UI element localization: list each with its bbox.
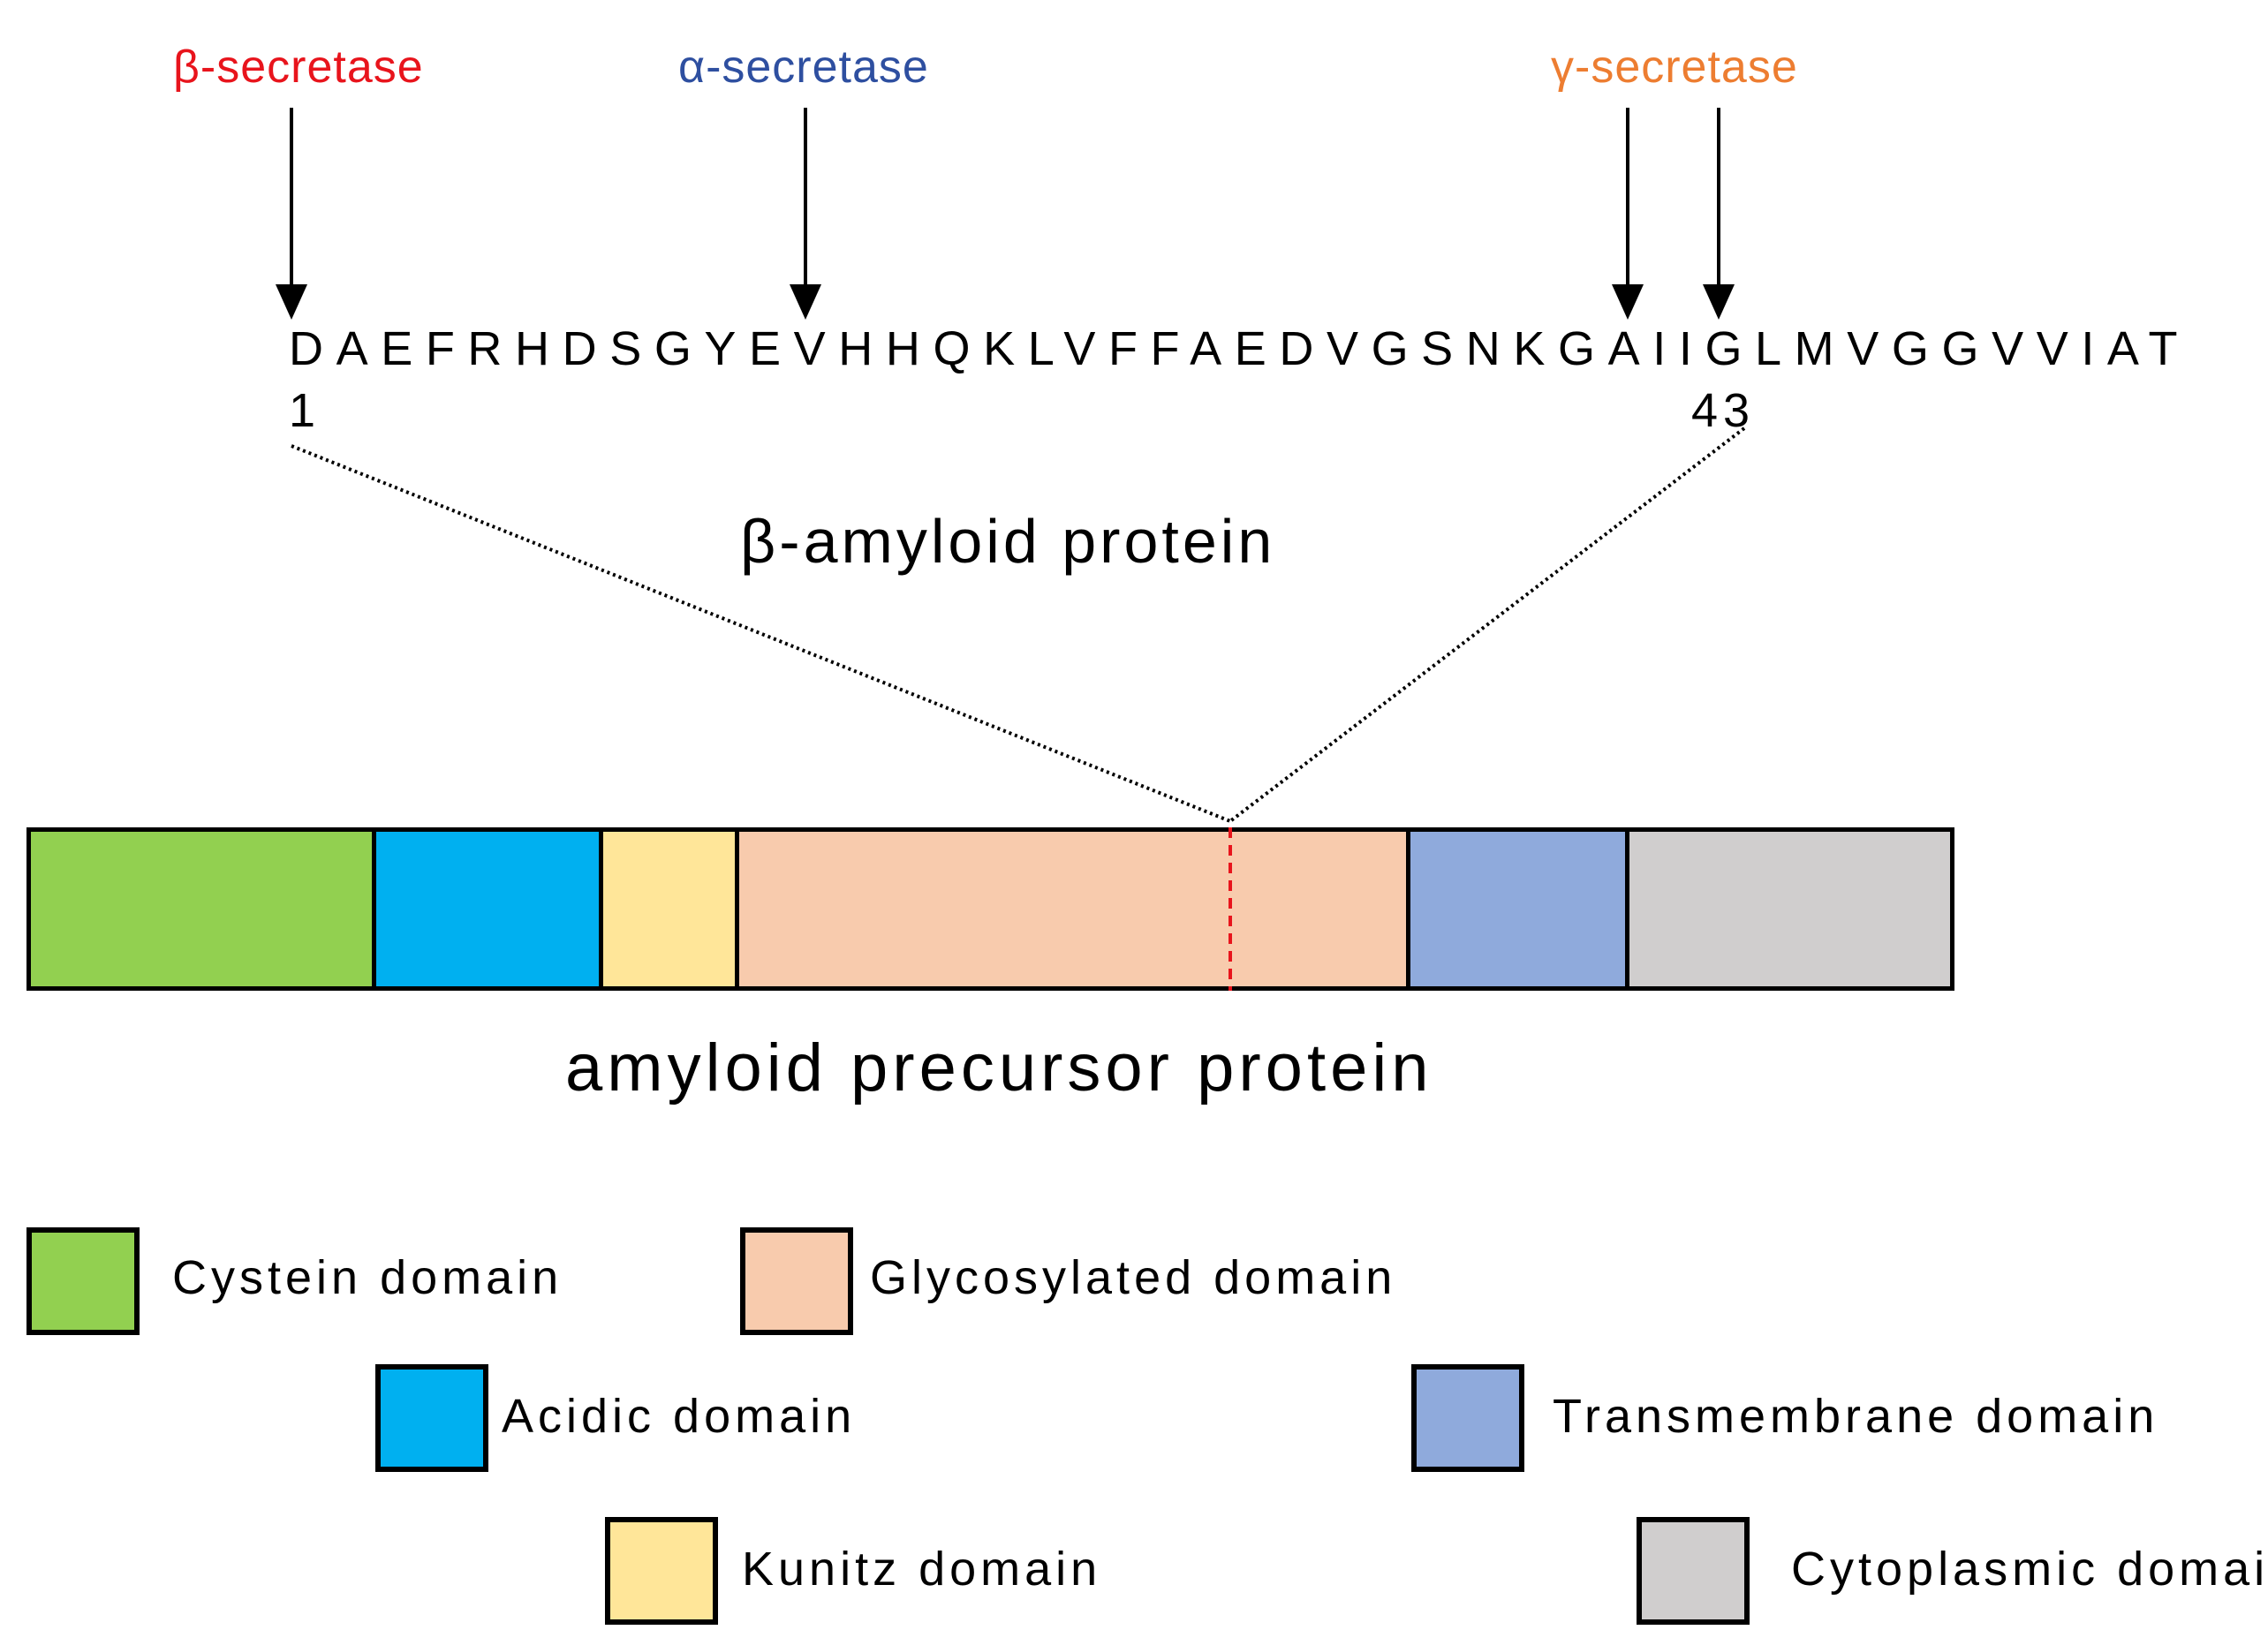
gamma-arrow-2 <box>1703 108 1735 320</box>
segment-cytoplasmic <box>1629 832 1950 986</box>
sequence-start-index: 1 <box>289 384 321 437</box>
zoom-line-right <box>1228 426 1746 823</box>
amyloid-sequence: DAEFRHDSGYEVHHQKLVFFAEDVGSNKGAIIGLMVGGVV… <box>289 322 2191 375</box>
legend-swatch-kunitz <box>605 1517 718 1625</box>
beta-arrow <box>276 108 307 320</box>
legend-label-cytoplasmic: Cytoplasmic domain <box>1791 1543 2268 1596</box>
legend-label-kunitz: Kunitz domain <box>742 1543 1102 1596</box>
beta-amyloid-title: β-amyloid protein <box>740 507 1276 576</box>
alpha-secretase-label: α-secretase <box>678 42 929 93</box>
legend-swatch-glycosylated <box>740 1227 853 1335</box>
segment-glycosylated <box>738 832 1411 986</box>
segment-cysteine <box>31 832 377 986</box>
legend-swatch-transmembrane <box>1411 1364 1524 1472</box>
zoom-line-left <box>291 444 1231 823</box>
segment-kunitz <box>602 832 739 986</box>
legend-label-cysteine: Cystein domain <box>172 1251 563 1304</box>
legend-swatch-acidic <box>375 1364 488 1472</box>
beta-secretase-label: β-secretase <box>173 42 424 93</box>
precursor-protein-bar <box>26 827 1954 991</box>
legend-label-transmembrane: Transmembrane domain <box>1553 1390 2159 1443</box>
segment-acidic <box>376 832 603 986</box>
gamma-arrow-1 <box>1612 108 1644 320</box>
sequence-end-index: 43 <box>1691 384 1756 437</box>
legend-swatch-cysteine <box>26 1227 140 1335</box>
gamma-secretase-label: γ-secretase <box>1551 42 1798 93</box>
legend-label-acidic: Acidic domain <box>502 1390 857 1443</box>
legend-label-glycosylated: Glycosylated domain <box>870 1251 1397 1304</box>
precursor-protein-title: amyloid precursor protein <box>565 1030 1433 1106</box>
segment-transmembrane <box>1410 832 1630 986</box>
legend-swatch-cytoplasmic <box>1637 1517 1750 1625</box>
alpha-arrow <box>790 108 821 320</box>
